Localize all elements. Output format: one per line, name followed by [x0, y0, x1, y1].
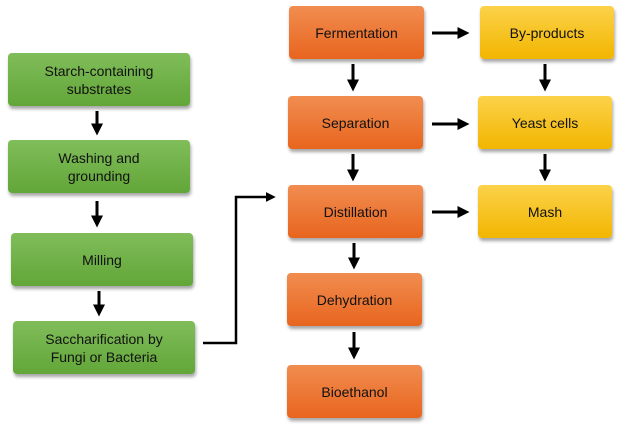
step-label: Fermentation	[315, 24, 398, 41]
step-label: Distillation	[323, 203, 388, 220]
step-washing-grounding: Washing and grounding	[8, 140, 190, 193]
step-label: Milling	[82, 251, 122, 268]
step-bioethanol: Bioethanol	[287, 365, 422, 418]
step-label: By-products	[509, 24, 585, 41]
step-label: Bioethanol	[321, 383, 388, 400]
output-yeast-cells: Yeast cells	[478, 96, 612, 149]
step-label: Starch-containing substrates	[44, 62, 154, 97]
step-starch-substrates: Starch-containing substrates	[8, 53, 190, 106]
step-label: Yeast cells	[511, 114, 579, 131]
output-mash: Mash	[478, 185, 612, 238]
step-distillation: Distillation	[288, 185, 423, 238]
step-milling: Milling	[11, 233, 193, 286]
step-label: Saccharification by Fungi or Bacteria	[45, 330, 163, 365]
arrow-elbow	[203, 192, 276, 345]
step-fermentation: Fermentation	[289, 6, 424, 59]
output-by-products: By-products	[480, 6, 614, 59]
step-label: Separation	[321, 114, 390, 131]
step-saccharification: Saccharification by Fungi or Bacteria	[13, 321, 195, 374]
step-label: Dehydration	[316, 291, 393, 308]
step-label: Washing and grounding	[58, 149, 140, 184]
step-label: Mash	[527, 203, 563, 220]
step-separation: Separation	[288, 96, 423, 149]
step-dehydration: Dehydration	[287, 273, 422, 326]
